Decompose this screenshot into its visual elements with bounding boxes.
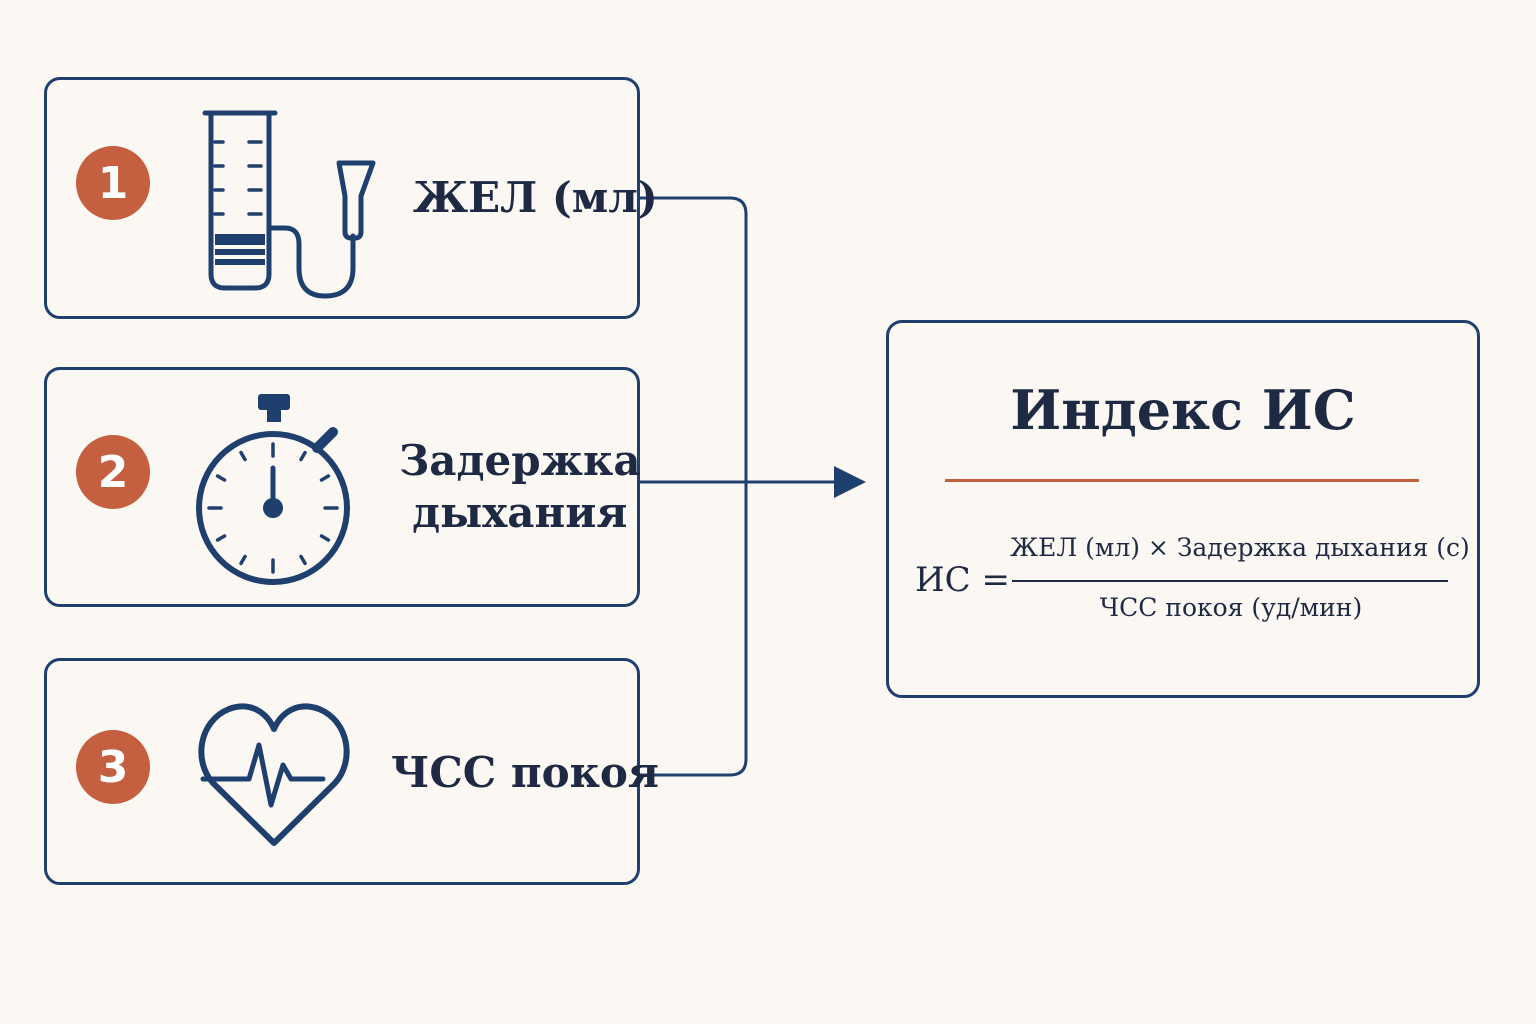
- step-badge-1: 1: [76, 146, 150, 220]
- input-card-breath-hold: 2 Задержка дыхания: [44, 367, 641, 607]
- formula-denominator: ЧСС покоя (уд/мин): [1099, 593, 1363, 622]
- stopwatch-tick: [319, 534, 331, 542]
- stopwatch-tick: [319, 474, 331, 482]
- arrow-head-icon: [834, 466, 866, 498]
- stopwatch-tick: [299, 554, 307, 566]
- stopwatch-tick: [239, 450, 247, 462]
- stopwatch-tick: [215, 474, 227, 482]
- stopwatch-tick: [215, 534, 227, 542]
- stopwatch-tick: [299, 450, 307, 462]
- input-card-resting-hr: 3 ЧСС покоя: [44, 658, 659, 885]
- breath-hold-label-line2: дыхания: [412, 488, 628, 537]
- breath-hold-label-line1: Задержка: [399, 436, 641, 485]
- stopwatch-icon: [196, 394, 350, 585]
- formula-lhs: ИС =: [915, 560, 1010, 600]
- spirometer-icon: [202, 110, 376, 299]
- step-badge-2: 2: [76, 435, 150, 509]
- formula-numerator: ЖЕЛ (мл) × Задержка дыхания (с): [1010, 533, 1470, 562]
- resting-hr-label: ЧСС покоя: [391, 748, 659, 797]
- title-divider: [945, 479, 1419, 482]
- fraction-bar: [1012, 580, 1448, 582]
- stopwatch-tick: [239, 554, 247, 566]
- vc-label: ЖЕЛ (мл): [413, 173, 658, 222]
- result-card: [886, 320, 1480, 698]
- heart-pulse-icon: [198, 703, 350, 846]
- breath-hold-label: Задержка дыхания: [399, 435, 641, 539]
- step-badge-3: 3: [76, 730, 150, 804]
- bracket-connector: [640, 196, 748, 777]
- result-title: Индекс ИС: [1010, 378, 1356, 442]
- input-card-vc: 1 ЖЕЛ (мл): [44, 77, 658, 319]
